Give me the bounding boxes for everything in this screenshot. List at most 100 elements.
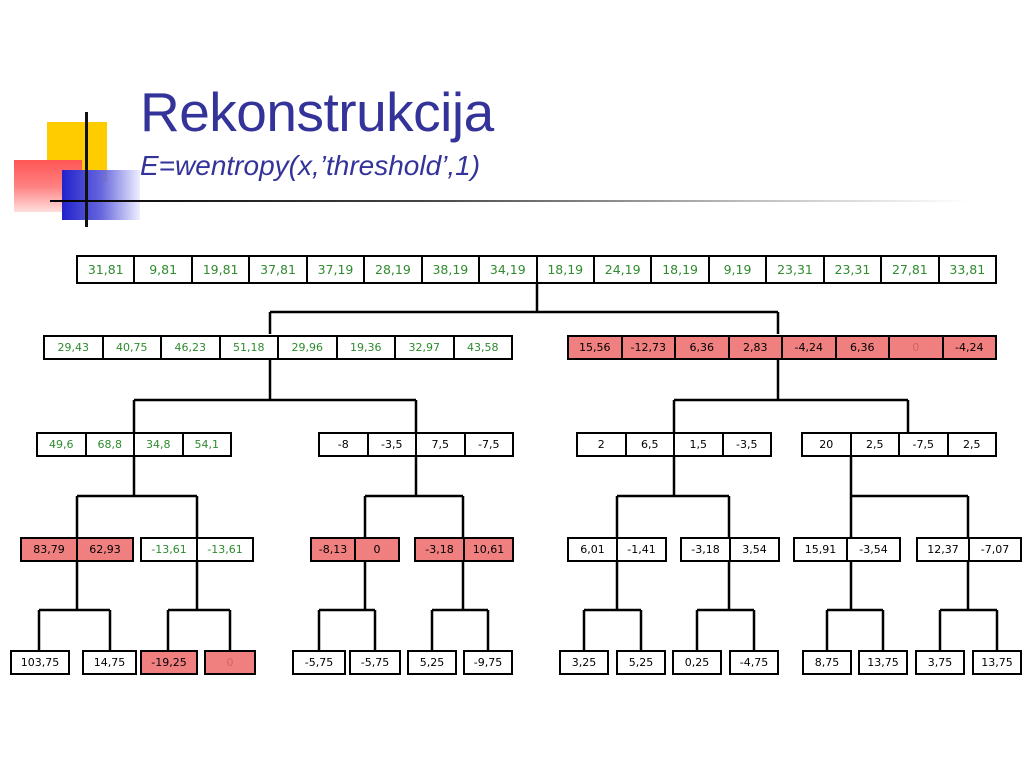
coefficient-cell: 34,8 xyxy=(135,434,184,455)
coefficient-cell: -8 xyxy=(320,434,369,455)
coefficient-cell: -4,24 xyxy=(783,337,837,358)
coefficient-cell: -8,13 xyxy=(312,539,356,560)
coefficient-cell: 0 xyxy=(890,337,944,358)
coefficient-cell: -12,73 xyxy=(623,337,676,358)
coefficient-cell: 6,01 xyxy=(569,539,618,560)
connector-l2d xyxy=(849,456,970,537)
coefficient-cell: 6,5 xyxy=(627,434,675,455)
slide-title: Rekonstrukcija xyxy=(140,81,494,143)
coefficient-cell: 37,19 xyxy=(308,257,366,282)
leaf-node: -9,75 xyxy=(463,650,513,675)
connector-l1b xyxy=(672,360,910,432)
connector-l3b xyxy=(166,562,232,650)
connector-l3a xyxy=(37,562,112,650)
coefficient-cell: -9,75 xyxy=(473,656,503,669)
coefficient-cell: 9,81 xyxy=(135,257,193,282)
coefficient-cell: 29,43 xyxy=(45,337,104,358)
slide-subtitle: E=wentropy(x,’threshold’,1) xyxy=(140,150,481,181)
coefficient-cell: 33,81 xyxy=(949,262,986,277)
coefficient-cell: 23,31 xyxy=(767,257,825,282)
connector-l2b xyxy=(363,456,465,537)
row-level3-d: -3,18 10,61 xyxy=(414,537,514,562)
leaf-node: 3,75 xyxy=(915,650,965,675)
coefficient-cell: 7,5 xyxy=(417,434,466,455)
leaf-node: 14,75 xyxy=(82,650,137,675)
leaf-node: 3,25 xyxy=(559,650,609,675)
coefficient-cell: -3,18 xyxy=(416,539,465,560)
connector-l1a xyxy=(132,360,418,432)
leaf-node: 103,75 xyxy=(10,650,70,675)
coefficient-cell: 18,19 xyxy=(652,257,710,282)
coefficient-cell: 46,23 xyxy=(162,337,221,358)
connector-l3h xyxy=(938,562,999,650)
coefficient-cell: 5,25 xyxy=(419,656,445,669)
leaf-node: -5,75 xyxy=(292,650,346,675)
coefficient-cell: -13,61 xyxy=(207,543,243,556)
coefficient-cell: 40,75 xyxy=(104,337,162,358)
coefficient-cell: 34,19 xyxy=(480,257,538,282)
leaf-node: 13,75 xyxy=(858,650,908,675)
coefficient-cell: 24,19 xyxy=(595,257,653,282)
connector-l0 xyxy=(268,283,780,334)
coefficient-cell: 13,75 xyxy=(981,656,1013,669)
coefficient-cell: 2,5 xyxy=(963,438,981,451)
leaf-node: 13,75 xyxy=(972,650,1022,675)
leaf-node: -4,75 xyxy=(729,650,779,675)
coefficient-cell: 23,31 xyxy=(825,257,883,282)
coefficient-cell: -3,18 xyxy=(682,539,731,560)
coefficient-cell: 28,19 xyxy=(365,257,423,282)
row-level3-g: 15,91 -3,54 xyxy=(793,537,901,562)
coefficient-cell: 19,81 xyxy=(193,257,251,282)
coefficient-cell: 20 xyxy=(803,434,852,455)
coefficient-cell: 2 xyxy=(578,434,627,455)
coefficient-cell: -5,75 xyxy=(360,656,390,669)
coefficient-cell: 8,75 xyxy=(814,656,840,669)
leaf-node: 5,25 xyxy=(407,650,457,675)
row-level3-a: 83,79 62,93 xyxy=(20,537,134,562)
coefficient-cell: 103,75 xyxy=(20,656,60,669)
coefficient-cell: 3,75 xyxy=(927,656,953,669)
coefficient-cell: -4,24 xyxy=(955,341,984,354)
connector-l3g xyxy=(825,562,885,650)
leaf-node: 0 xyxy=(204,650,256,675)
coefficient-cell: 13,75 xyxy=(867,656,899,669)
coefficient-cell: -1,41 xyxy=(627,543,656,556)
coefficient-cell: 31,81 xyxy=(78,257,136,282)
row-level3-e: 6,01 -1,41 xyxy=(567,537,667,562)
coefficient-cell: 68,8 xyxy=(87,434,135,455)
coefficient-cell: -19,25 xyxy=(151,656,187,669)
coefficient-cell: -3,5 xyxy=(369,434,417,455)
row-level3-h: 12,37-7,07 xyxy=(916,537,1022,562)
leaf-node: -5,75 xyxy=(349,650,401,675)
coefficient-cell: 15,56 xyxy=(569,337,623,358)
coefficient-cell: 54,1 xyxy=(194,438,220,451)
coefficient-cell: 83,79 xyxy=(22,539,78,560)
leaf-node: 0,25 xyxy=(672,650,722,675)
coefficient-cell: 32,97 xyxy=(396,337,455,358)
coefficient-cell: 15,91 xyxy=(795,539,848,560)
coefficient-cell: -3,54 xyxy=(859,543,888,556)
logo-blue-square xyxy=(62,170,140,220)
coefficient-cell: 62,93 xyxy=(89,543,121,556)
coefficient-cell: -7,5 xyxy=(478,438,500,451)
connector-l2a xyxy=(75,456,199,537)
coefficient-cell: 10,61 xyxy=(472,543,505,556)
coefficient-cell: 0 xyxy=(373,543,381,556)
leaf-node: 5,25 xyxy=(616,650,666,675)
coefficient-cell: 3,25 xyxy=(571,656,597,669)
row-level3-b: -13,61-13,61 xyxy=(140,537,254,562)
coefficient-cell: 6,36 xyxy=(837,337,890,358)
coefficient-cell: 2,5 xyxy=(852,434,900,455)
coefficient-cell: -4,75 xyxy=(739,656,769,669)
coefficient-cell: 0,25 xyxy=(684,656,710,669)
coefficient-cell: 38,19 xyxy=(423,257,481,282)
coefficient-cell: 12,37 xyxy=(918,539,970,560)
title-divider xyxy=(50,200,970,202)
